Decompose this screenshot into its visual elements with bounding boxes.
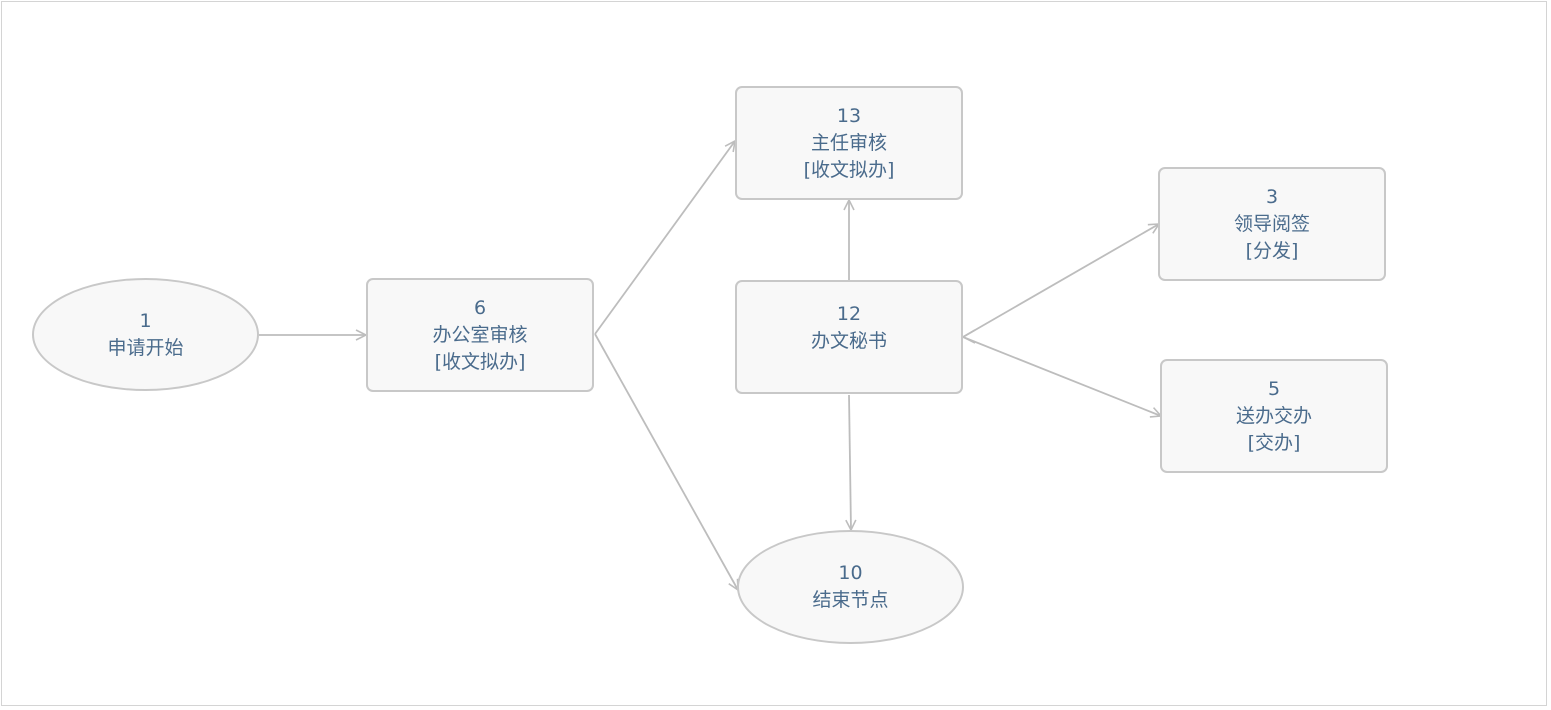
- node-6-sub: [收文拟办]: [434, 350, 526, 373]
- node-13-name: 主任审核: [810, 131, 887, 154]
- node-5-assign[interactable]: 5 送办交办 [交办]: [1160, 359, 1388, 473]
- node-13-sub: [收文拟办]: [803, 158, 895, 181]
- node-3-name: 领导阅签: [1233, 212, 1310, 235]
- node-13-id: 13: [836, 104, 862, 127]
- node-3-leader-sign[interactable]: 3 领导阅签 [分发]: [1158, 167, 1386, 281]
- node-10-end[interactable]: 10 结束节点: [737, 530, 964, 644]
- node-1-name: 申请开始: [107, 336, 184, 359]
- node-5-name: 送办交办: [1235, 404, 1312, 427]
- node-1-id: 1: [139, 309, 152, 332]
- node-12-secretary[interactable]: 12 办文秘书: [735, 280, 963, 394]
- node-6-office-review[interactable]: 6 办公室审核 [收文拟办]: [366, 278, 594, 392]
- node-6-id: 6: [473, 296, 487, 319]
- node-6-name: 办公室审核: [432, 323, 528, 346]
- node-10-id: 10: [838, 562, 863, 584]
- node-3-id: 3: [1265, 185, 1279, 208]
- node-5-sub: [交办]: [1247, 431, 1301, 454]
- node-1-start[interactable]: 1 申请开始: [32, 278, 259, 391]
- node-3-sub: [分发]: [1245, 239, 1299, 262]
- node-12-id: 12: [836, 303, 862, 325]
- node-13-director-review[interactable]: 13 主任审核 [收文拟办]: [735, 86, 963, 200]
- node-5-id: 5: [1267, 377, 1281, 400]
- node-10-name: 结束节点: [812, 589, 889, 611]
- node-12-name: 办文秘书: [810, 330, 887, 352]
